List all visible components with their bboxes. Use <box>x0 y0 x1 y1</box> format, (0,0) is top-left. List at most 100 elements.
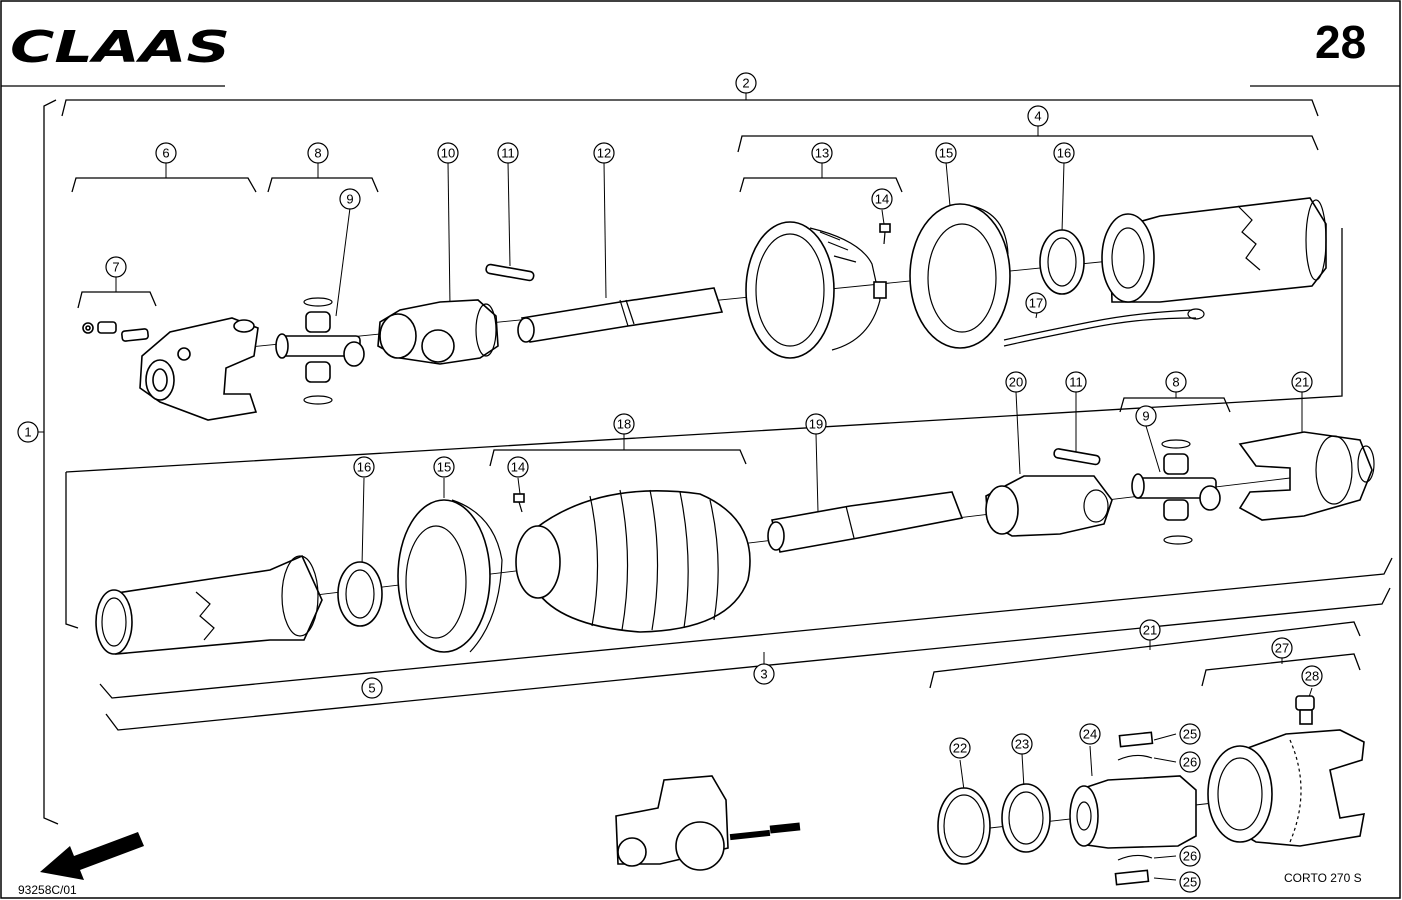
callout-c3: 3 <box>753 663 775 685</box>
callout-number: 12 <box>597 146 611 161</box>
callout-circle <box>1291 371 1313 393</box>
callout-number: 24 <box>1083 727 1097 742</box>
callout-number: 15 <box>437 460 451 475</box>
part-28-grease-nipple <box>1295 695 1315 725</box>
callout-circle <box>735 72 757 94</box>
model-label: CORTO 270 S <box>1284 871 1362 885</box>
assembly-brackets <box>43 99 1393 825</box>
callout-c8a: 8 <box>307 142 329 164</box>
callout-circle <box>361 677 383 699</box>
callout-c9b: 9 <box>1135 405 1157 427</box>
brand-logo: CLAAS <box>10 22 230 73</box>
callout-number: 26 <box>1183 755 1197 770</box>
callout-number: 25 <box>1183 875 1197 890</box>
callout-number: 11 <box>1069 375 1083 390</box>
part-26-spring-upper <box>1117 754 1153 761</box>
callout-c14b: 14 <box>507 456 529 478</box>
callout-c8b: 8 <box>1165 371 1187 393</box>
callout-c12: 12 <box>593 142 615 164</box>
part-14-screw-upper <box>879 223 891 245</box>
callout-number: 23 <box>1015 737 1029 752</box>
callout-number: 4 <box>1034 109 1041 124</box>
callout-circle <box>353 456 375 478</box>
callout-number: 22 <box>953 741 967 756</box>
callout-circle <box>1139 619 1161 641</box>
callout-circle <box>105 256 127 278</box>
callout-c2a: 2 <box>735 72 757 94</box>
callout-number: 14 <box>875 192 889 207</box>
callout-circle <box>307 142 329 164</box>
callout-c17: 17 <box>1025 292 1047 314</box>
part-8-cross-joint-upper <box>275 297 365 405</box>
callout-number: 9 <box>346 192 353 207</box>
callout-c7: 7 <box>105 256 127 278</box>
callout-circle <box>1301 665 1323 687</box>
callout-number: 7 <box>112 260 119 275</box>
callout-circle <box>935 142 957 164</box>
page-number: 28 <box>1315 16 1366 68</box>
part-7-screw-set <box>82 321 149 342</box>
tractor-icon <box>615 775 801 871</box>
part-23-ring <box>1001 783 1051 853</box>
part-14-screw-lower <box>513 493 525 513</box>
callout-number: 10 <box>441 146 455 161</box>
callout-number: 13 <box>815 146 829 161</box>
callout-number: 1 <box>24 425 31 440</box>
part-16-bearing-ring-upper <box>1039 229 1085 295</box>
callout-c16b: 16 <box>353 456 375 478</box>
callout-circle <box>497 142 519 164</box>
part-25-key-lower <box>1114 869 1150 886</box>
callout-circle <box>1271 637 1293 659</box>
callout-c21b: 21 <box>1139 619 1161 641</box>
callout-number: 5 <box>368 681 375 696</box>
callout-number: 28 <box>1305 669 1319 684</box>
callout-circle <box>507 456 529 478</box>
callout-c25a: 25 <box>1179 723 1201 745</box>
callout-c26a: 26 <box>1179 751 1201 773</box>
callout-circle <box>1135 405 1157 427</box>
part-25-key-upper <box>1118 731 1154 748</box>
part-11-pin-lower <box>1053 448 1101 466</box>
callout-number: 8 <box>1172 375 1179 390</box>
callout-number: 25 <box>1183 727 1197 742</box>
callout-c21a: 21 <box>1291 371 1313 393</box>
callout-circle <box>811 142 833 164</box>
callout-c11b: 11 <box>1065 371 1087 393</box>
part-16-bearing-ring-lower <box>337 561 383 627</box>
callout-circle <box>339 188 361 210</box>
callout-c5: 5 <box>361 677 383 699</box>
callout-c25b: 25 <box>1179 871 1201 893</box>
callout-number: 16 <box>1057 146 1071 161</box>
part-22-circlip <box>937 787 991 865</box>
callout-c10: 10 <box>437 142 459 164</box>
part-19-inner-tube-lower <box>767 491 964 553</box>
callout-circle <box>1079 723 1101 745</box>
callout-circle <box>593 142 615 164</box>
callout-c13: 13 <box>811 142 833 164</box>
callout-c15b: 15 <box>433 456 455 478</box>
callout-c18: 18 <box>613 413 635 435</box>
part-11-pin-upper <box>485 263 535 282</box>
callout-c27: 27 <box>1271 637 1293 659</box>
part-15-cone-upper <box>909 203 1011 349</box>
part-26-spring-lower <box>1117 854 1153 861</box>
callout-circle <box>1005 371 1027 393</box>
callout-number: 20 <box>1009 375 1023 390</box>
callout-number: 16 <box>357 460 371 475</box>
callout-number: 17 <box>1029 296 1043 311</box>
callout-c1: 1 <box>17 421 39 443</box>
callout-number: 15 <box>939 146 953 161</box>
callout-number: 21 <box>1295 375 1309 390</box>
callout-number: 19 <box>809 417 823 432</box>
callout-number: 11 <box>501 146 515 161</box>
callout-c16a: 16 <box>1053 142 1075 164</box>
callout-circle <box>1179 871 1201 893</box>
part-6-yoke <box>139 317 259 421</box>
callout-number: 26 <box>1183 849 1197 864</box>
part-20-flange-yoke-lower <box>985 475 1113 537</box>
part-21-yoke <box>1238 431 1375 521</box>
callout-c26b: 26 <box>1179 845 1201 867</box>
